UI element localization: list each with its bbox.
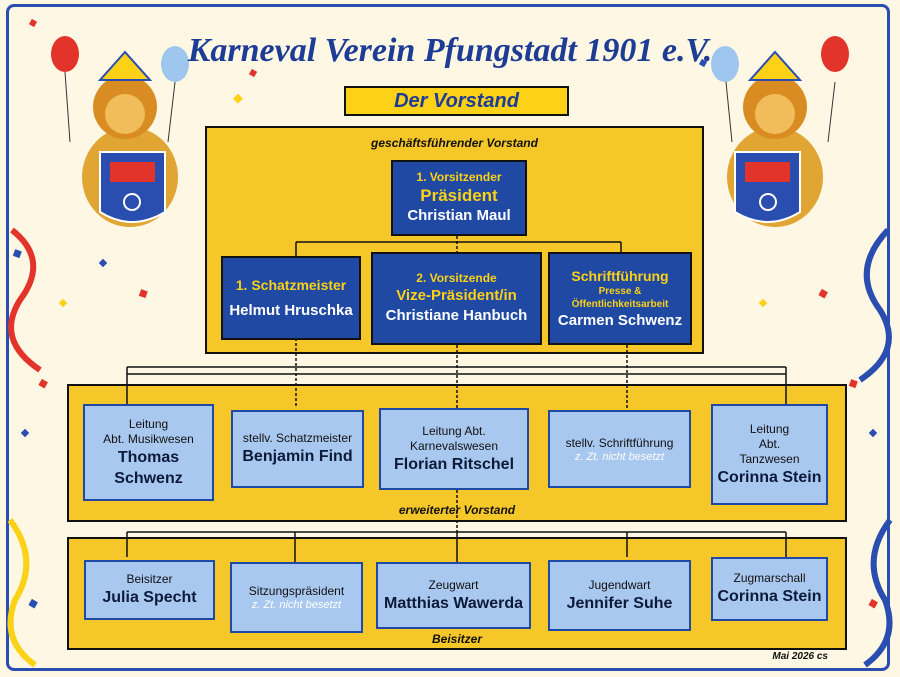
assessor-name: Julia Specht	[102, 589, 197, 606]
extended-role-line2: Karnevalswesen	[409, 438, 499, 453]
extended-name-line1: Thomas	[117, 448, 180, 466]
treasurer-box: 1. Schatzmeister Helmut Hruschka	[221, 256, 361, 340]
extended-role-line1: Leitung	[749, 421, 790, 436]
assessor-name: Jennifer Suhe	[566, 594, 673, 612]
extended-role-line2: Abt. Musikwesen	[103, 431, 194, 446]
extended-member-box: Leitung Abt. Karnevalswesen Florian Rits…	[379, 408, 529, 490]
vice-name: Christiane Hanbuch	[385, 307, 528, 324]
assessor-box: Zugmarschall Corinna Stein	[711, 557, 828, 621]
assessor-role: Beisitzer	[126, 572, 173, 586]
extended-role-line1: stellv. Schatzmeister	[242, 431, 353, 445]
extended-name-line2: Schwenz	[114, 469, 183, 487]
assessor-role: Zugmarschall	[733, 571, 806, 585]
streamers	[7, 227, 893, 668]
president-box: 1. Vorsitzender Präsident Christian Maul	[391, 160, 527, 236]
extended-name-line1: Florian Ritschel	[393, 455, 515, 473]
extended-role-line1: stellv. Schriftführung	[565, 435, 674, 450]
assessor-role: Zeugwart	[428, 577, 479, 592]
secretary-name: Carmen Schwenz	[557, 311, 683, 329]
secretary-role-line2: Presse &	[598, 285, 642, 297]
president-name: Christian Maul	[407, 207, 511, 224]
carnival-lion-mascot-icon	[51, 36, 189, 227]
extended-member-box: stellv. Schriftführung z. Zt. nicht bese…	[548, 410, 691, 488]
secretary-role-line3: Öffentlichkeitsarbeit	[571, 298, 669, 310]
president-role-line1: 1. Vorsitzender	[416, 170, 502, 184]
executive-board-label: geschäftsführender Vorstand	[371, 136, 538, 150]
confetti	[12, 18, 878, 609]
page-subtitle: Der Vorstand	[344, 86, 569, 116]
extended-member-box: Leitung Abt. Musikwesen Thomas Schwenz	[83, 404, 214, 501]
extended-name-line1: Corinna Stein	[717, 468, 822, 486]
extended-role-line1: Leitung	[128, 416, 169, 431]
date-stamp: Mai 2026 cs	[772, 651, 828, 662]
president-role-line2: Präsident	[420, 186, 498, 205]
assessor-name: Corinna Stein	[717, 588, 822, 605]
assessor-role: Jugendwart	[588, 577, 651, 592]
extended-role-line3: Tanzwesen	[739, 451, 800, 466]
assessor-box: Jugendwart Jennifer Suhe	[548, 560, 691, 631]
assessor-box: Zeugwart Matthias Wawerda	[376, 562, 531, 629]
vice-role-line1: 2. Vorsitzende	[416, 271, 497, 285]
vacancy-note: z. Zt. nicht besetzt	[574, 450, 665, 463]
carnival-lion-mascot-icon	[711, 36, 849, 227]
extended-role-line2: Abt.	[758, 436, 781, 451]
extended-role-line1: Leitung Abt.	[422, 423, 486, 438]
extended-member-box: Leitung Abt. Tanzwesen Corinna Stein	[711, 404, 828, 505]
assessor-box: Beisitzer Julia Specht	[84, 560, 215, 620]
vacancy-note: z. Zt. nicht besetzt	[251, 599, 342, 611]
extended-name-line1: Benjamin Find	[242, 448, 353, 465]
treasurer-role: 1. Schatzmeister	[235, 277, 347, 293]
assessor-box: Sitzungspräsident z. Zt. nicht besetzt	[230, 562, 363, 633]
extended-member-box: stellv. Schatzmeister Benjamin Find	[231, 410, 364, 488]
vice-president-box: 2. Vorsitzende Vize-Präsident/in Christi…	[371, 252, 542, 345]
assessor-role: Sitzungspräsident	[248, 584, 345, 598]
treasurer-name: Helmut Hruschka	[229, 302, 353, 319]
assessor-name: Matthias Wawerda	[384, 594, 523, 612]
page-title: Karneval Verein Pfungstadt 1901 e.V.	[187, 32, 713, 69]
vice-role-line2: Vize-Präsident/in	[396, 287, 517, 304]
secretary-box: Schriftführung Presse & Öffentlichkeitsa…	[548, 252, 692, 345]
assessors-label: Beisitzer	[431, 632, 483, 646]
secretary-role-line1: Schriftführung	[571, 267, 669, 284]
